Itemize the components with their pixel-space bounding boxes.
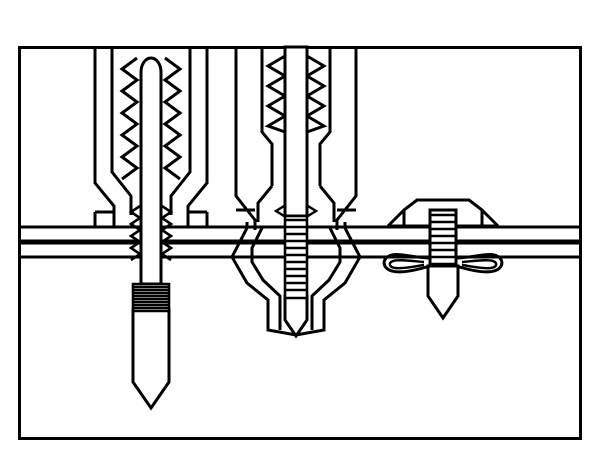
middle-tool-inner-nose-right	[318, 185, 336, 222]
right-head-chamfer-right	[480, 208, 500, 228]
right-spring-wing-right	[455, 253, 504, 274]
left-mandrel-thread-rings	[131, 282, 171, 313]
installed-spring-clip-right	[382, 198, 504, 321]
left-tool-thread-zigzag-right	[162, 56, 183, 181]
left-panel-thread-zigzag-left	[128, 204, 143, 262]
threaded-insert-tool-left	[93, 47, 209, 411]
middle-tool-outer-wall-right	[335, 47, 358, 230]
left-tool-inner-wall-right	[169, 47, 192, 215]
left-tool-outer-wall-left	[93, 47, 116, 228]
middle-tool-inner-wall-left	[260, 47, 274, 186]
blind-rivet-tool-middle	[230, 45, 362, 339]
left-tool-outer-wall-right	[186, 47, 209, 228]
right-shank-thread-rings	[430, 213, 456, 266]
left-tool-thread-zigzag-left	[119, 56, 140, 181]
right-spring-wing-inner-right	[461, 258, 498, 270]
middle-rivet-collar-inner-left	[250, 225, 282, 330]
right-spring-wing-inner-left	[388, 258, 425, 270]
right-spring-wing-left	[382, 253, 431, 274]
left-panel-thread-zigzag-right	[159, 204, 174, 262]
left-tool-inner-wall-left	[110, 47, 133, 215]
middle-thread-zigzag-small-right	[307, 204, 319, 218]
middle-mandrel-upper	[283, 45, 309, 218]
right-shank-tip	[426, 264, 460, 321]
middle-tool-inner-nose-left	[256, 185, 274, 222]
left-mandrel-upper	[139, 56, 163, 286]
middle-rivet-collar-inner-right	[310, 225, 342, 330]
middle-thread-zigzag-small-left	[273, 204, 285, 218]
middle-tool-outer-wall-left	[234, 47, 257, 230]
right-head-chamfer-left	[386, 208, 406, 228]
middle-mandrel-thread-rings	[283, 214, 309, 300]
middle-tool-inner-wall-right	[318, 47, 332, 186]
